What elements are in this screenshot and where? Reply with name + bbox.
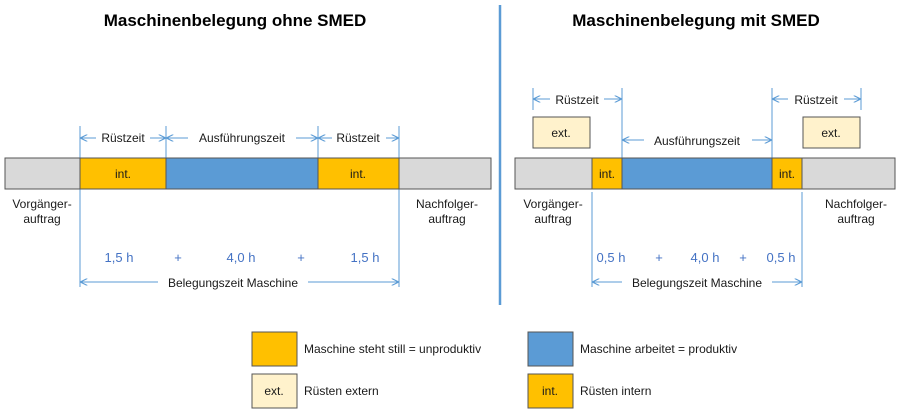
left-value-2: 4,0 h [227,250,256,265]
right-ext-setup-box-2 [802,116,861,149]
right-next-order-label-2: auftrag [837,212,874,226]
right-prev-order-label-2: auftrag [534,212,571,226]
right-ext-setup-box-1 [532,116,591,149]
legend-int-box-label: int. [542,384,558,398]
left-prev-order-label-1: Vorgänger- [12,197,71,211]
legend-working-text: Maschine arbeitet = produktiv [580,342,737,356]
legend-idle-swatch [251,331,298,367]
left-next-order-label-2: auftrag [428,212,465,226]
right-int-setup-bar-2 [771,157,803,190]
left-next-order-bar [398,157,492,190]
left-prev-order-bar [4,157,81,190]
left-total-label: Belegungszeit Maschine [168,276,298,290]
legend-ext-swatch [251,373,298,409]
right-prev-order-bar [514,157,593,190]
left-int-setup-bar-2 [317,157,400,190]
legend-int-swatch [527,373,574,409]
right-setup-label-2: Rüstzeit [794,93,838,107]
left-plus-2: + [297,250,305,265]
left-next-order-label-1: Nachfolger- [416,197,478,211]
left-exec-label: Ausführungszeit [199,131,286,145]
legend-int-text: Rüsten intern [580,384,651,398]
left-int-label-2: int. [350,167,366,181]
left-value-1: 1,5 h [105,250,134,265]
right-ext-label-2: ext. [821,126,840,140]
left-production-bar [165,157,319,190]
legend-idle-text: Maschine steht still = unproduktiv [304,342,481,356]
left-setup-label-2: Rüstzeit [336,131,380,145]
left-int-label-1: int. [115,167,131,181]
right-total-label: Belegungszeit Maschine [632,276,762,290]
right-value-2: 4,0 h [691,250,720,265]
right-prev-order-label-1: Vorgänger- [523,197,582,211]
left-value-3: 1,5 h [351,250,380,265]
right-production-bar [621,157,773,190]
right-int-label-2: int. [779,167,795,181]
left-setup-label-1: Rüstzeit [101,131,145,145]
panel-with-smed: Maschinenbelegung mit SMED Rüstzeit Rüst… [514,11,896,290]
right-setup-label-1: Rüstzeit [555,93,599,107]
left-prev-order-label-2: auftrag [23,212,60,226]
legend-ext-box-label: ext. [264,384,283,398]
legend-ext-text: Rüsten extern [304,384,379,398]
right-title: Maschinenbelegung mit SMED [572,11,819,30]
right-next-order-bar [801,157,896,190]
right-value-3: 0,5 h [767,250,796,265]
panel-without-smed: Maschinenbelegung ohne SMED Rüstzeit Aus… [4,11,492,290]
right-next-order-label-1: Nachfolger- [825,197,887,211]
right-plus-2: + [739,250,747,265]
right-ext-label-1: ext. [551,126,570,140]
left-plus-1: + [174,250,182,265]
legend-working-swatch [527,331,574,367]
right-int-label-1: int. [599,167,615,181]
right-exec-label: Ausführungszeit [654,134,741,148]
right-value-1: 0,5 h [597,250,626,265]
left-title: Maschinenbelegung ohne SMED [104,11,367,30]
right-plus-1: + [655,250,663,265]
legend: Maschine steht still = unproduktiv Masch… [251,331,737,409]
